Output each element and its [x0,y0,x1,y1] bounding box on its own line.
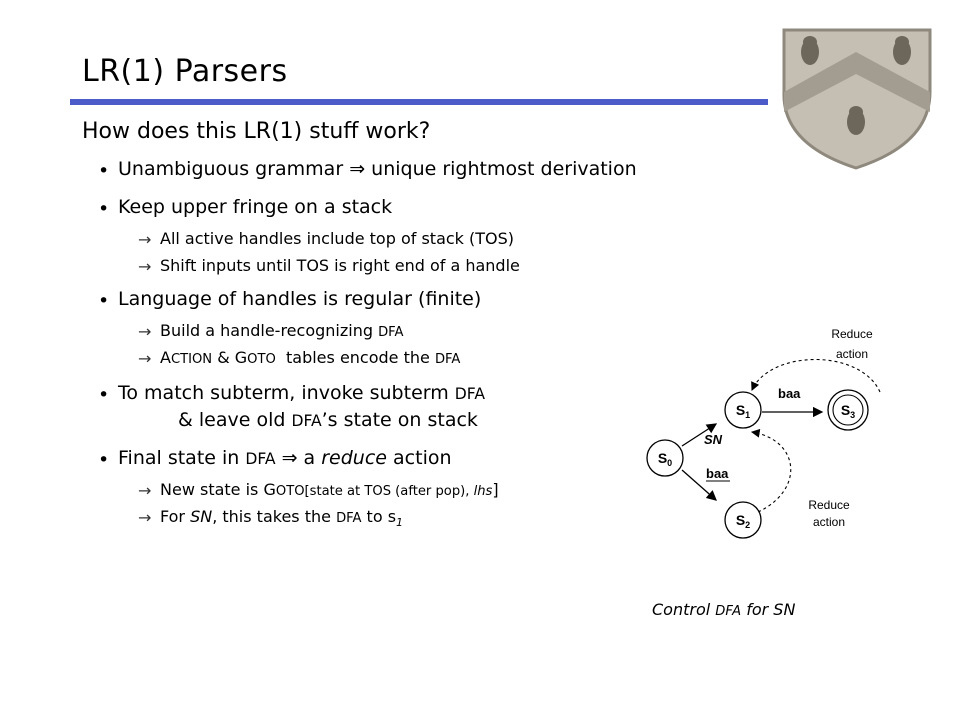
bullet-marker: • [98,449,110,471]
bullet-marker: • [98,290,110,312]
sub-bullet-arrow: → [138,508,152,527]
edge-label-baa-top: baa [778,386,801,401]
title-rule [70,99,768,105]
bullet-leave-old-dfa: & leave old DFA’s state on stack [178,409,478,431]
bullet-language-handles: Language of handles is regular (finite) [118,288,482,310]
reduce-edge-s3-s1 [751,358,881,393]
edge-s0-s1 [681,423,718,447]
sub-bullet-arrow: → [138,230,152,249]
reduce-label-top-2: action [836,347,868,361]
bullet-final-state: Final state in DFA ⇒ a reduce action [118,447,452,469]
state-label-s1: S1 [736,402,750,420]
state-label-s0: S0 [658,450,672,468]
edge-label-baa-bottom: baa [706,466,729,481]
sub-bullet-build-dfa: Build a handle-recognizing DFA [160,321,404,340]
control-dfa-diagram: S0 S1 S2 S3 SN baa baa Reduce action Red… [646,327,881,539]
reduce-label-top-1: Reduce [831,327,873,341]
state-s3-accept-ring [832,394,864,426]
diagram-caption: Control DFA for SN [652,600,796,619]
sub-bullet-active-handles: All active handles include top of stack … [160,229,515,248]
bullet-match-subterm: To match subterm, invoke subterm DFA [118,382,485,404]
edge-s0-s2 [681,469,717,501]
bullet-upper-fringe: Keep upper fringe on a stack [118,196,393,218]
state-s3 [827,389,869,431]
state-s2 [724,501,762,539]
state-s0 [646,439,684,477]
state-label-s3: S3 [841,402,855,420]
sub-bullet-arrow: → [138,257,152,276]
bullet-marker: • [98,160,110,182]
subheading: How does this LR(1) stuff work? [82,119,431,144]
edge-label-sn: SN [704,432,723,447]
sub-bullet-arrow: → [138,349,152,368]
bullet-marker: • [98,198,110,220]
reduce-label-bottom-1: Reduce [808,498,850,512]
sub-bullet-for-sn: For SN, this takes the DFA to s1 [160,507,404,530]
bullet-marker: • [98,384,110,406]
university-crest-logo [782,28,932,170]
state-s1 [724,391,762,429]
sub-bullet-arrow: → [138,322,152,341]
bullet-unambiguous: Unambiguous grammar ⇒ unique rightmost d… [118,158,637,180]
sub-bullet-shift-inputs: Shift inputs until TOS is right end of a… [160,256,520,275]
sub-bullet-new-state: New state is GOTO[state at TOS (after po… [160,480,499,499]
state-label-s2: S2 [736,512,750,530]
sub-bullet-action-goto: ACTION & GOTO tables encode the DFA [160,348,461,367]
slide-title: LR(1) Parsers [82,54,288,89]
reduce-label-bottom-2: action [813,515,845,529]
reduce-edge-s2-s1 [750,428,792,513]
sub-bullet-arrow: → [138,481,152,500]
